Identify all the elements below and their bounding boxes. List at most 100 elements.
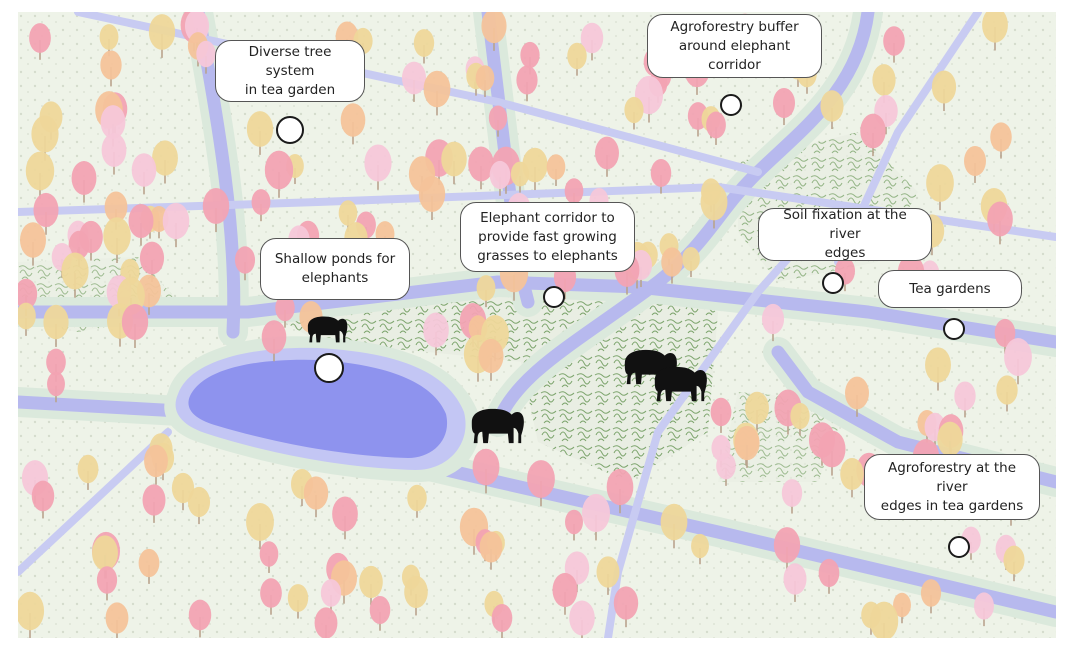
landscape-map bbox=[18, 12, 1056, 638]
tree-icon bbox=[783, 563, 807, 602]
tree-icon bbox=[820, 90, 844, 130]
tree-icon bbox=[773, 527, 801, 571]
tree-icon bbox=[869, 601, 899, 638]
tree-icon bbox=[128, 203, 154, 246]
tree-icon bbox=[404, 575, 428, 616]
tree-icon bbox=[606, 468, 634, 514]
tree-icon bbox=[1004, 338, 1032, 385]
tree-icon bbox=[660, 503, 688, 549]
tree-icon bbox=[101, 133, 127, 175]
tree-icon bbox=[734, 425, 760, 468]
tree-icon bbox=[845, 376, 869, 417]
pond-inner bbox=[188, 359, 448, 458]
tree-icon bbox=[423, 312, 449, 356]
circle-marker-icon[interactable] bbox=[543, 286, 565, 308]
tree-icon bbox=[413, 29, 435, 64]
tree-icon bbox=[472, 448, 500, 494]
label-shallow-ponds: Shallow ponds for elephants bbox=[260, 238, 410, 300]
tree-icon bbox=[188, 599, 212, 638]
label-agroforestry-river-edges: Agroforestry at the river edges in tea g… bbox=[864, 454, 1040, 520]
tree-icon bbox=[661, 247, 683, 284]
tree-icon bbox=[883, 26, 905, 63]
elephant-icon bbox=[307, 316, 348, 343]
tree-icon bbox=[275, 294, 295, 328]
landscape-scene bbox=[18, 12, 1056, 638]
tree-icon bbox=[510, 161, 530, 193]
tree-icon bbox=[488, 105, 508, 137]
tree-icon bbox=[569, 600, 595, 638]
tree-icon bbox=[364, 144, 392, 190]
tree-icon bbox=[340, 103, 366, 145]
tree-icon bbox=[47, 371, 65, 403]
tree-icon bbox=[418, 176, 446, 220]
tree-icon bbox=[441, 141, 467, 185]
tree-icon bbox=[527, 460, 555, 507]
tree-icon bbox=[580, 22, 604, 61]
tree-icon bbox=[926, 164, 954, 211]
tree-icon bbox=[25, 151, 55, 199]
tree-icon bbox=[171, 472, 195, 511]
tree-icon bbox=[264, 150, 294, 198]
tree-icon bbox=[990, 122, 1012, 159]
circle-marker-icon[interactable] bbox=[822, 272, 844, 294]
tree-icon bbox=[745, 391, 769, 432]
tree-icon bbox=[706, 111, 726, 145]
tree-icon bbox=[478, 338, 504, 381]
tree-icon bbox=[407, 484, 427, 518]
tree-icon bbox=[582, 493, 610, 541]
tree-icon bbox=[314, 607, 338, 638]
tree-icon bbox=[931, 70, 957, 112]
elephant-icon bbox=[654, 366, 707, 402]
tree-icon bbox=[423, 70, 451, 116]
tree-icon bbox=[772, 87, 796, 126]
circle-marker-icon[interactable] bbox=[276, 116, 304, 144]
circle-marker-icon[interactable] bbox=[948, 536, 970, 558]
tree-icon bbox=[920, 579, 942, 614]
tree-icon bbox=[71, 161, 97, 203]
tree-icon bbox=[251, 189, 271, 222]
river-channel-lower bbox=[18, 395, 1056, 619]
tree-icon bbox=[818, 558, 840, 594]
tree-icon bbox=[260, 578, 282, 615]
tree-icon bbox=[468, 146, 494, 190]
tree-icon bbox=[77, 454, 99, 490]
tree-icon bbox=[624, 96, 644, 130]
tree-icon bbox=[261, 320, 287, 362]
tree-icon bbox=[761, 303, 785, 342]
tree-icon bbox=[479, 531, 503, 570]
tree-icon bbox=[29, 23, 51, 60]
tree-icon bbox=[287, 584, 309, 619]
tree-icon bbox=[187, 486, 211, 525]
tree-icon bbox=[31, 480, 55, 519]
label-diverse-tree-system: Diverse tree system in tea garden bbox=[215, 40, 365, 102]
tree-icon bbox=[516, 65, 538, 102]
tree-icon bbox=[982, 12, 1008, 51]
tree-icon bbox=[1003, 545, 1025, 582]
tree-icon bbox=[790, 402, 810, 436]
tree-icon bbox=[148, 14, 176, 58]
tree-icon bbox=[650, 159, 672, 194]
tree-icon bbox=[710, 397, 732, 433]
tree-icon bbox=[546, 154, 566, 186]
tree-icon bbox=[860, 113, 886, 157]
tree-icon bbox=[103, 217, 131, 264]
tree-icon bbox=[974, 592, 994, 627]
tree-icon bbox=[691, 533, 709, 565]
tree-layer bbox=[18, 12, 1032, 638]
tree-icon bbox=[613, 586, 639, 628]
tree-icon bbox=[105, 602, 129, 638]
tree-icon bbox=[144, 444, 168, 485]
tree-icon bbox=[716, 452, 736, 486]
tree-icon bbox=[552, 572, 578, 615]
tree-icon bbox=[332, 496, 358, 540]
label-tea-gardens: Tea gardens bbox=[878, 270, 1022, 308]
tree-icon bbox=[596, 556, 620, 595]
circle-marker-icon[interactable] bbox=[314, 353, 344, 383]
tree-icon bbox=[840, 457, 864, 498]
circle-marker-icon[interactable] bbox=[720, 94, 742, 116]
tree-icon bbox=[162, 202, 190, 248]
tree-icon bbox=[818, 430, 846, 476]
tree-icon bbox=[20, 222, 46, 266]
tree-icon bbox=[401, 61, 427, 102]
circle-marker-icon[interactable] bbox=[943, 318, 965, 340]
